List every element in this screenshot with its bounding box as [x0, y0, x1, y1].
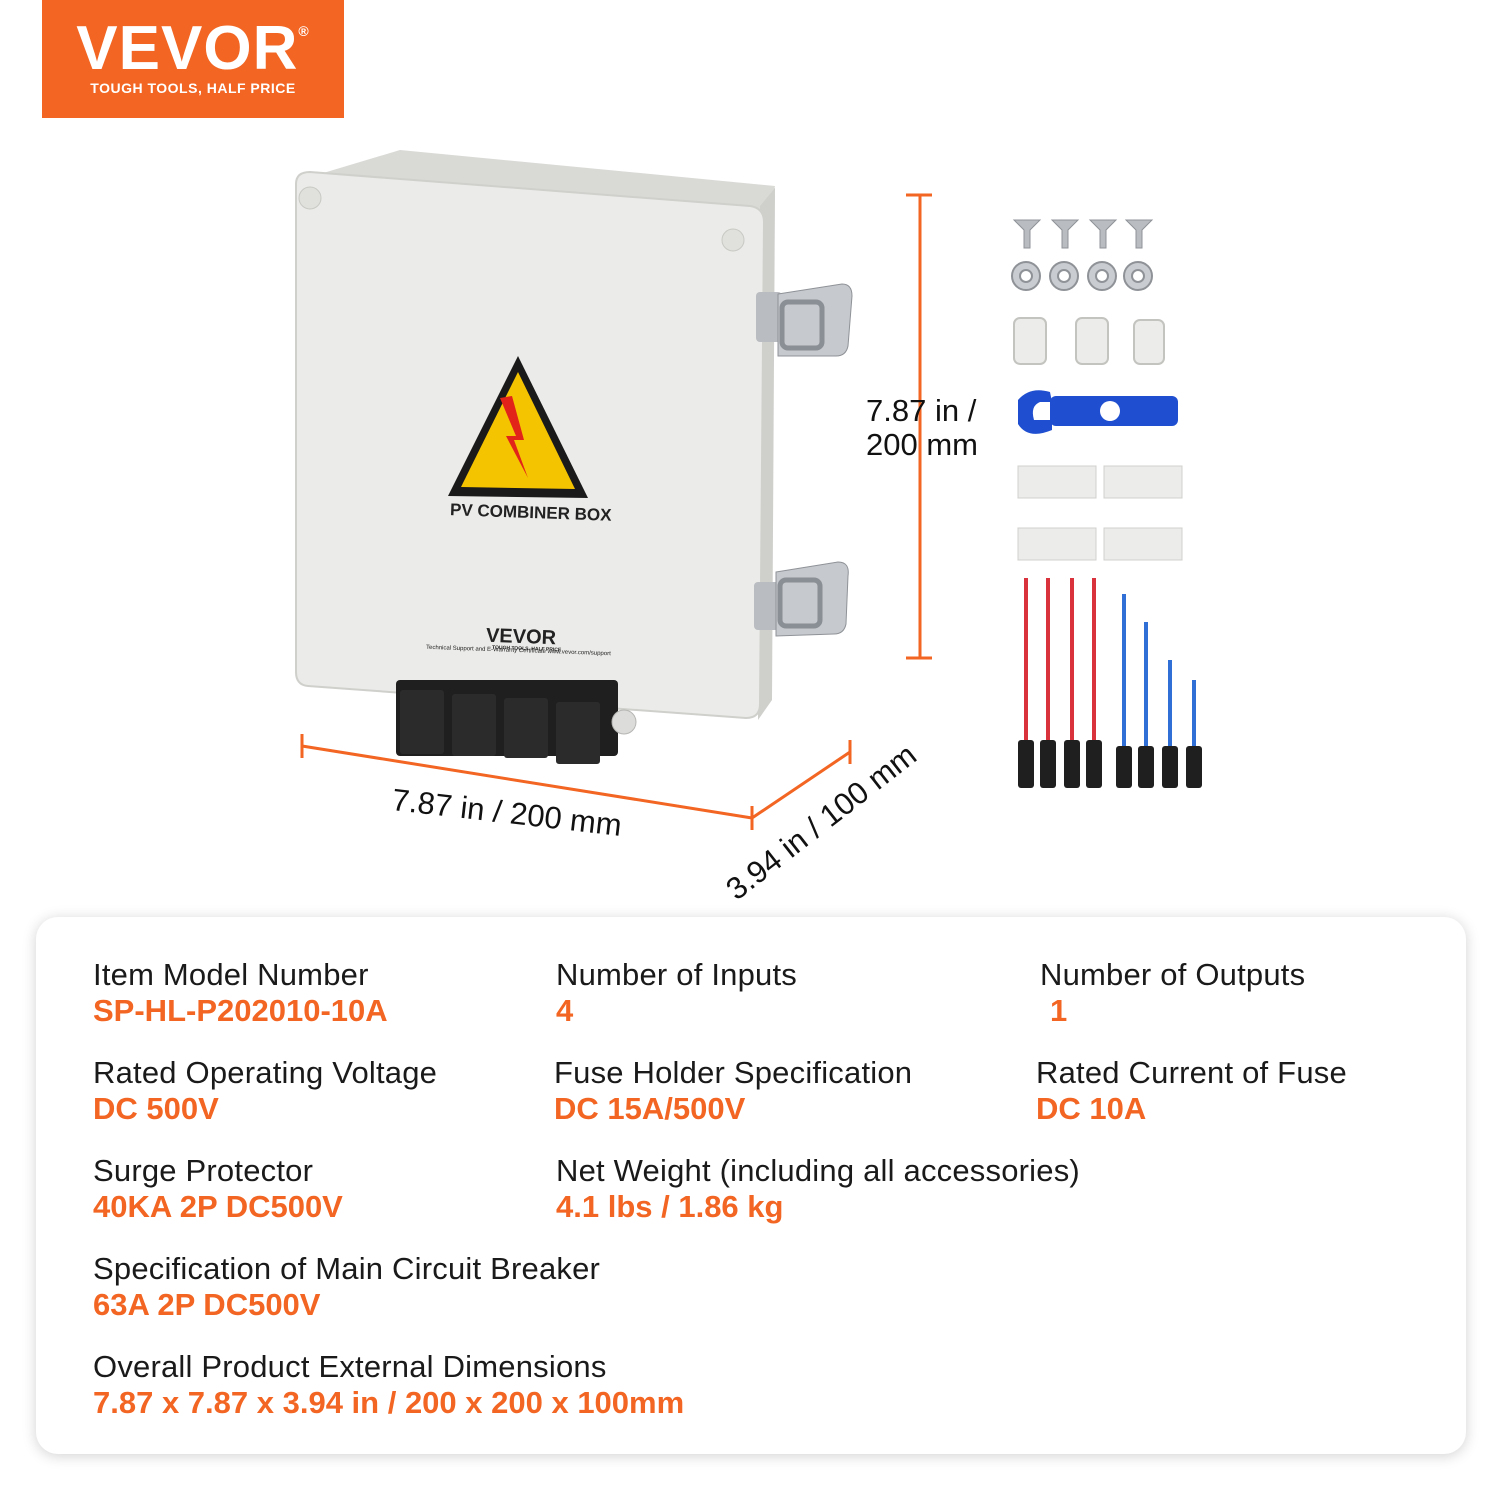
- spec-rated-current-of-fuse: Rated Current of Fuse DC 10A: [1036, 1055, 1347, 1126]
- logo-brand: VEVOR®: [76, 14, 310, 83]
- spec-label: Rated Current of Fuse: [1036, 1055, 1347, 1090]
- screw-cover-tr: [721, 228, 745, 252]
- spec-net-weight: Net Weight (including all accessories) 4…: [556, 1153, 1080, 1224]
- depth-dimension-line: [751, 740, 852, 820]
- spec-value: SP-HL-P202010-10A: [93, 992, 388, 1028]
- spec-value: DC 15A/500V: [554, 1090, 746, 1126]
- spec-number-of-outputs: Number of Outputs 1: [1040, 957, 1305, 1028]
- combiner-box: [295, 150, 853, 764]
- spec-number-of-inputs: Number of Inputs 4: [556, 957, 797, 1028]
- spec-item-model-number: Item Model Number SP-HL-P202010-10A: [93, 957, 388, 1028]
- spec-label: Specification of Main Circuit Breaker: [93, 1251, 601, 1286]
- logo-tagline: TOUGH TOOLS, HALF PRICE: [90, 80, 296, 96]
- spec-value: DC 10A: [1036, 1090, 1147, 1126]
- accessory-screws: [1012, 219, 1154, 249]
- accessory-washers: [1011, 261, 1153, 291]
- wrench-icon: [1018, 390, 1178, 434]
- spec-value: 1: [1050, 992, 1068, 1028]
- height-dimension-line1: 7.87 in /: [866, 393, 977, 428]
- spec-label: Overall Product External Dimensions: [93, 1349, 607, 1384]
- spec-value: 63A 2P DC500V: [93, 1286, 321, 1322]
- spec-value: 4.1 lbs / 1.86 kg: [556, 1188, 784, 1224]
- spec-value: DC 500V: [93, 1090, 219, 1126]
- spec-rated-operating-voltage: Rated Operating Voltage DC 500V: [93, 1055, 437, 1126]
- spec-value: 40KA 2P DC500V: [93, 1188, 343, 1224]
- latch-top: [756, 283, 853, 357]
- accessory-cable-glands: [1013, 317, 1165, 365]
- spec-label: Net Weight (including all accessories): [556, 1153, 1080, 1188]
- vevor-logo: VEVOR® TOUGH TOOLS, HALF PRICE: [42, 0, 344, 118]
- spec-label: Item Model Number: [93, 957, 369, 992]
- spec-fuse-holder-specification: Fuse Holder Specification DC 15A/500V: [554, 1055, 912, 1126]
- spec-value: 4: [556, 992, 574, 1028]
- height-dimension-line: [906, 193, 932, 660]
- height-dimension-label: 7.87 in / 200 mm: [866, 393, 978, 463]
- product-illustration: [295, 150, 1202, 830]
- spec-overall-dimensions: Overall Product External Dimensions 7.87…: [93, 1349, 684, 1420]
- spec-card: Item Model Number SP-HL-P202010-10A Numb…: [36, 917, 1466, 1454]
- height-dimension-line2: 200 mm: [866, 427, 978, 463]
- spec-value: 7.87 x 7.87 x 3.94 in / 200 x 200 x 100m…: [93, 1384, 685, 1420]
- accessory-red-cables: [1018, 578, 1102, 788]
- spec-label: Surge Protector: [93, 1153, 314, 1188]
- warning-triangle-icon: [448, 356, 588, 498]
- mc4-input-connectors: [396, 680, 637, 764]
- spec-label: Fuse Holder Specification: [554, 1055, 913, 1090]
- spec-label: Number of Outputs: [1040, 957, 1306, 992]
- spec-surge-protector: Surge Protector 40KA 2P DC500V: [93, 1153, 343, 1224]
- spec-label: Number of Inputs: [556, 957, 797, 992]
- latch-bottom: [754, 561, 849, 637]
- accessory-blue-cables: [1116, 594, 1202, 788]
- accessory-mounting-brackets: [1017, 465, 1183, 561]
- spec-label: Rated Operating Voltage: [93, 1055, 438, 1090]
- registered-mark: ®: [298, 23, 310, 39]
- screw-cover-tl: [298, 186, 322, 210]
- spec-main-circuit-breaker: Specification of Main Circuit Breaker 63…: [93, 1251, 600, 1322]
